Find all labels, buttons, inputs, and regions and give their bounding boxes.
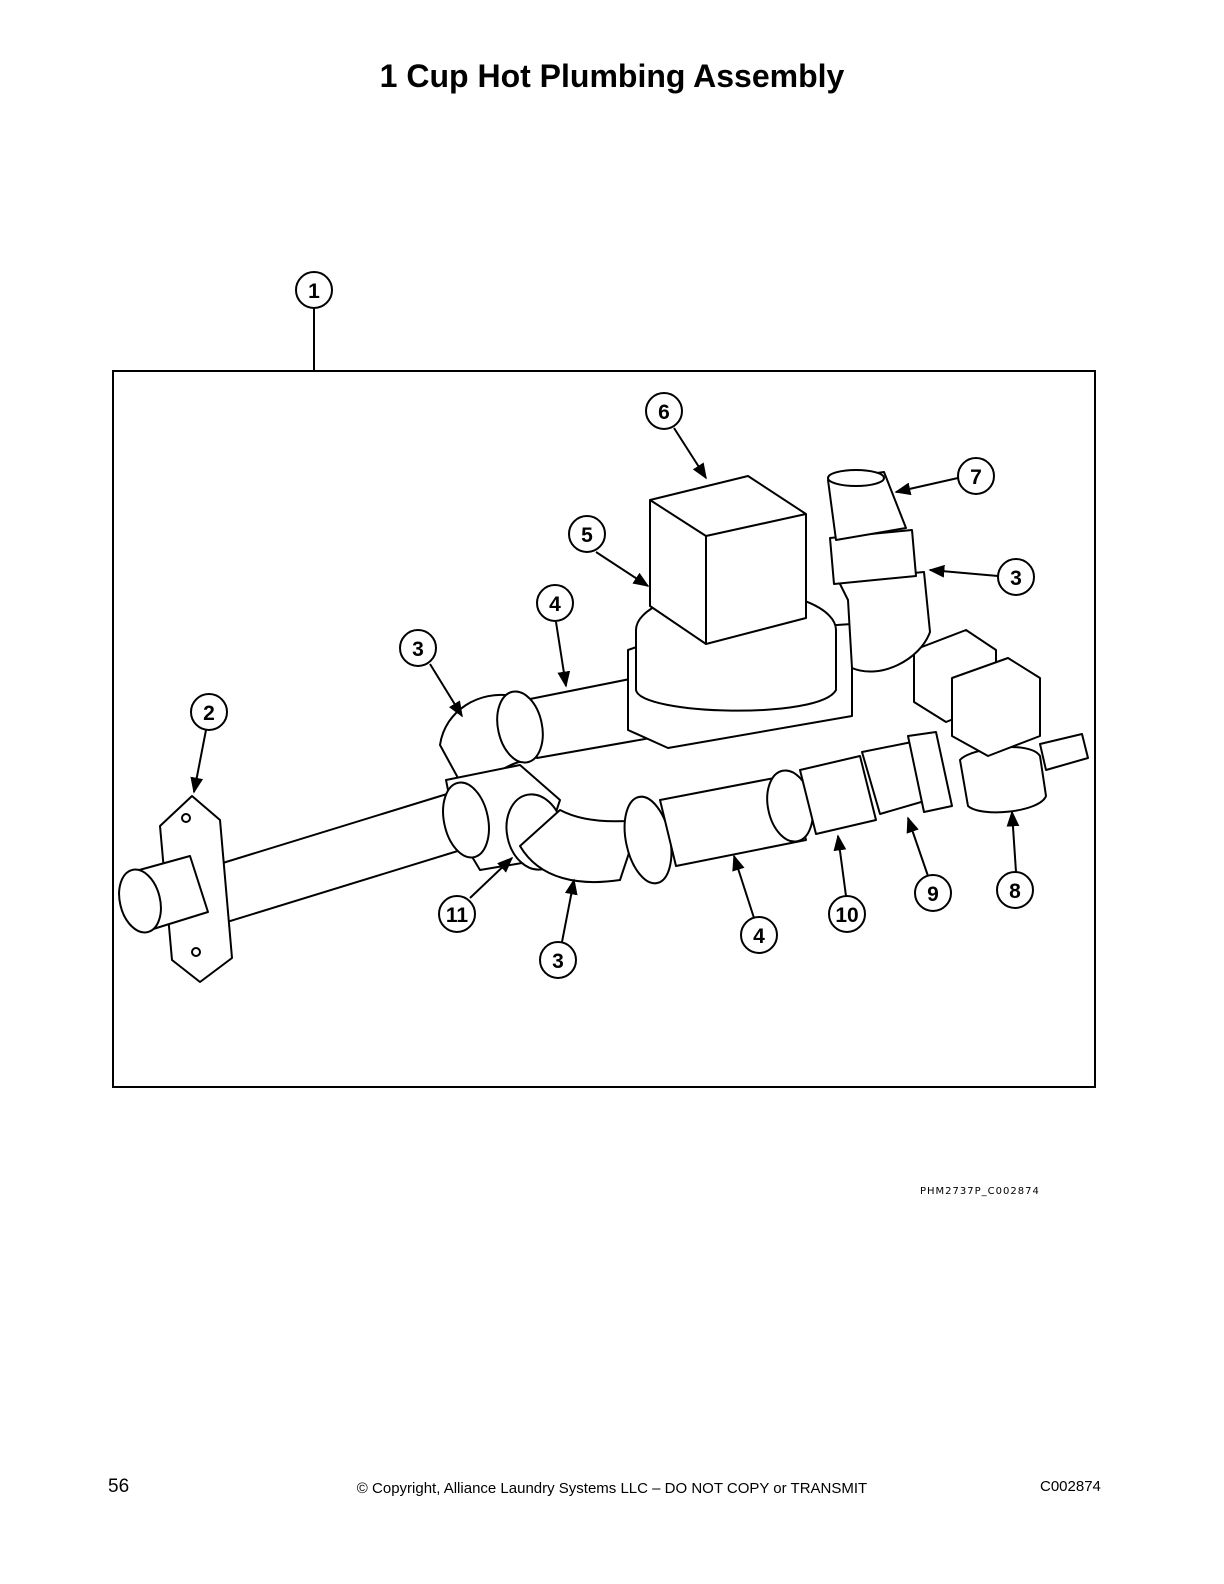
callout-4-lower: 4: [740, 916, 778, 954]
inlet-pipe: [199, 789, 475, 927]
callout-6: 6: [645, 392, 683, 430]
svg-text:3: 3: [552, 950, 564, 973]
callout-9: 9: [914, 874, 952, 912]
plumbing-drawing: [118, 469, 1089, 983]
svg-text:9: 9: [927, 883, 939, 906]
svg-text:7: 7: [970, 466, 982, 489]
callout-3-upper-left: 3: [399, 629, 437, 667]
callouts: 1 2 3 3 3 4 4 5: [190, 271, 1035, 979]
svg-text:6: 6: [658, 401, 670, 424]
callout-3-lower: 3: [539, 941, 577, 979]
assembly-frame: [112, 370, 1096, 1088]
svg-text:8: 8: [1009, 880, 1021, 903]
svg-text:3: 3: [1010, 567, 1022, 590]
svg-text:3: 3: [412, 638, 424, 661]
upper-right-elbow: [837, 571, 931, 673]
svg-text:10: 10: [835, 904, 858, 927]
svg-text:4: 4: [549, 593, 561, 616]
callout-11: 11: [438, 895, 476, 933]
figure-code: PHM2737P_C002874: [920, 1186, 1040, 1197]
adapter-fitting: [799, 755, 877, 835]
svg-text:2: 2: [203, 702, 215, 725]
callout-7: 7: [957, 457, 995, 495]
callout-10: 10: [828, 895, 866, 933]
solenoid-coil-front: [951, 657, 1041, 757]
svg-text:5: 5: [581, 524, 593, 547]
callout-5: 5: [568, 515, 606, 553]
callout-2: 2: [190, 693, 228, 731]
callout-1: 1: [295, 271, 333, 309]
page-number: 56: [108, 1476, 130, 1497]
actuator-cube: [649, 475, 807, 645]
page-title: 1 Cup Hot Plumbing Assembly: [379, 58, 845, 94]
copyright-notice: © Copyright, Alliance Laundry Systems LL…: [356, 1480, 868, 1497]
document-code: C002874: [1040, 1478, 1101, 1495]
svg-text:4: 4: [753, 925, 765, 948]
svg-text:11: 11: [446, 904, 469, 927]
svg-text:1: 1: [308, 280, 320, 303]
leader-lines: [190, 427, 1020, 943]
hot-valve-outlet: [959, 746, 1047, 814]
callout-3-right: 3: [997, 558, 1035, 596]
callout-8: 8: [996, 871, 1034, 909]
callout-4-upper: 4: [536, 584, 574, 622]
